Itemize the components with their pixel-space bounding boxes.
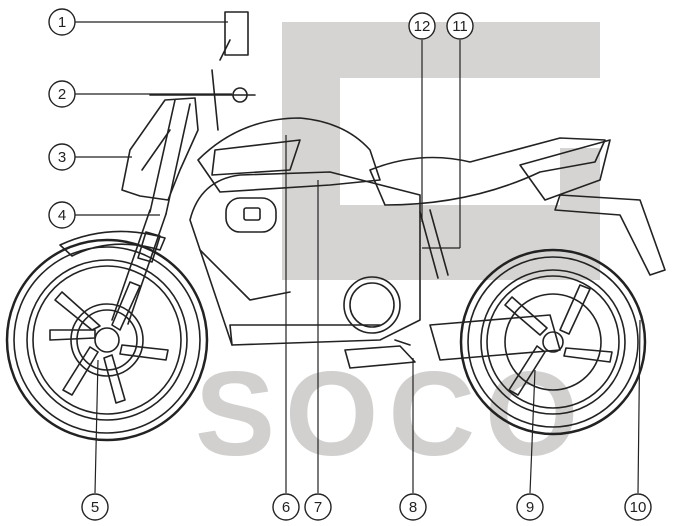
leader-lines: [75, 21, 641, 494]
callout-4: 4: [48, 201, 76, 229]
callout-8-label: 8: [409, 499, 417, 516]
callout-12-label: 12: [414, 18, 431, 35]
callout-3-label: 3: [58, 149, 66, 166]
callout-5-label: 5: [91, 499, 99, 516]
callout-2-label: 2: [58, 86, 66, 103]
callout-10-label: 10: [630, 499, 647, 516]
fuel-tank: [197, 117, 381, 193]
rear-fender: [554, 194, 666, 276]
callout-1: 1: [48, 8, 76, 36]
watermark-logo: [282, 22, 600, 280]
callout-5: 5: [81, 493, 109, 521]
headlight-cowl: [121, 97, 199, 201]
side-panel: [189, 171, 421, 346]
callout-11: 11: [446, 12, 474, 40]
callout-8: 8: [399, 493, 427, 521]
rear-wheel: [459, 248, 647, 436]
callout-11-label: 11: [452, 18, 468, 35]
callouts: 1 2 3 4 5 6 7 8: [48, 8, 652, 521]
callout-3: 3: [48, 143, 76, 171]
front-fender: [59, 230, 166, 257]
callout-9-label: 9: [526, 499, 534, 516]
watermark-g-shape: [282, 22, 600, 280]
callout-10: 10: [624, 493, 652, 521]
callout-1-label: 1: [58, 14, 66, 31]
footrest: [344, 345, 416, 369]
motorcycle-illustration: [5, 11, 666, 442]
callout-7: 7: [304, 493, 332, 521]
callout-6: 6: [272, 493, 300, 521]
handlebar: [149, 11, 256, 131]
seat: [369, 137, 606, 206]
motor-cover: [343, 276, 401, 334]
front-wheel: [5, 238, 209, 442]
callout-6-label: 6: [282, 499, 290, 516]
callout-9: 9: [516, 493, 544, 521]
front-fork: [111, 99, 191, 325]
callout-7-label: 7: [314, 499, 322, 516]
callout-12: 12: [408, 12, 436, 40]
callout-4-label: 4: [58, 207, 66, 224]
callout-2: 2: [48, 80, 76, 108]
watermark-text: SOCO: [195, 347, 588, 481]
rear-shock: [429, 209, 449, 276]
rear-tail: [519, 139, 611, 201]
